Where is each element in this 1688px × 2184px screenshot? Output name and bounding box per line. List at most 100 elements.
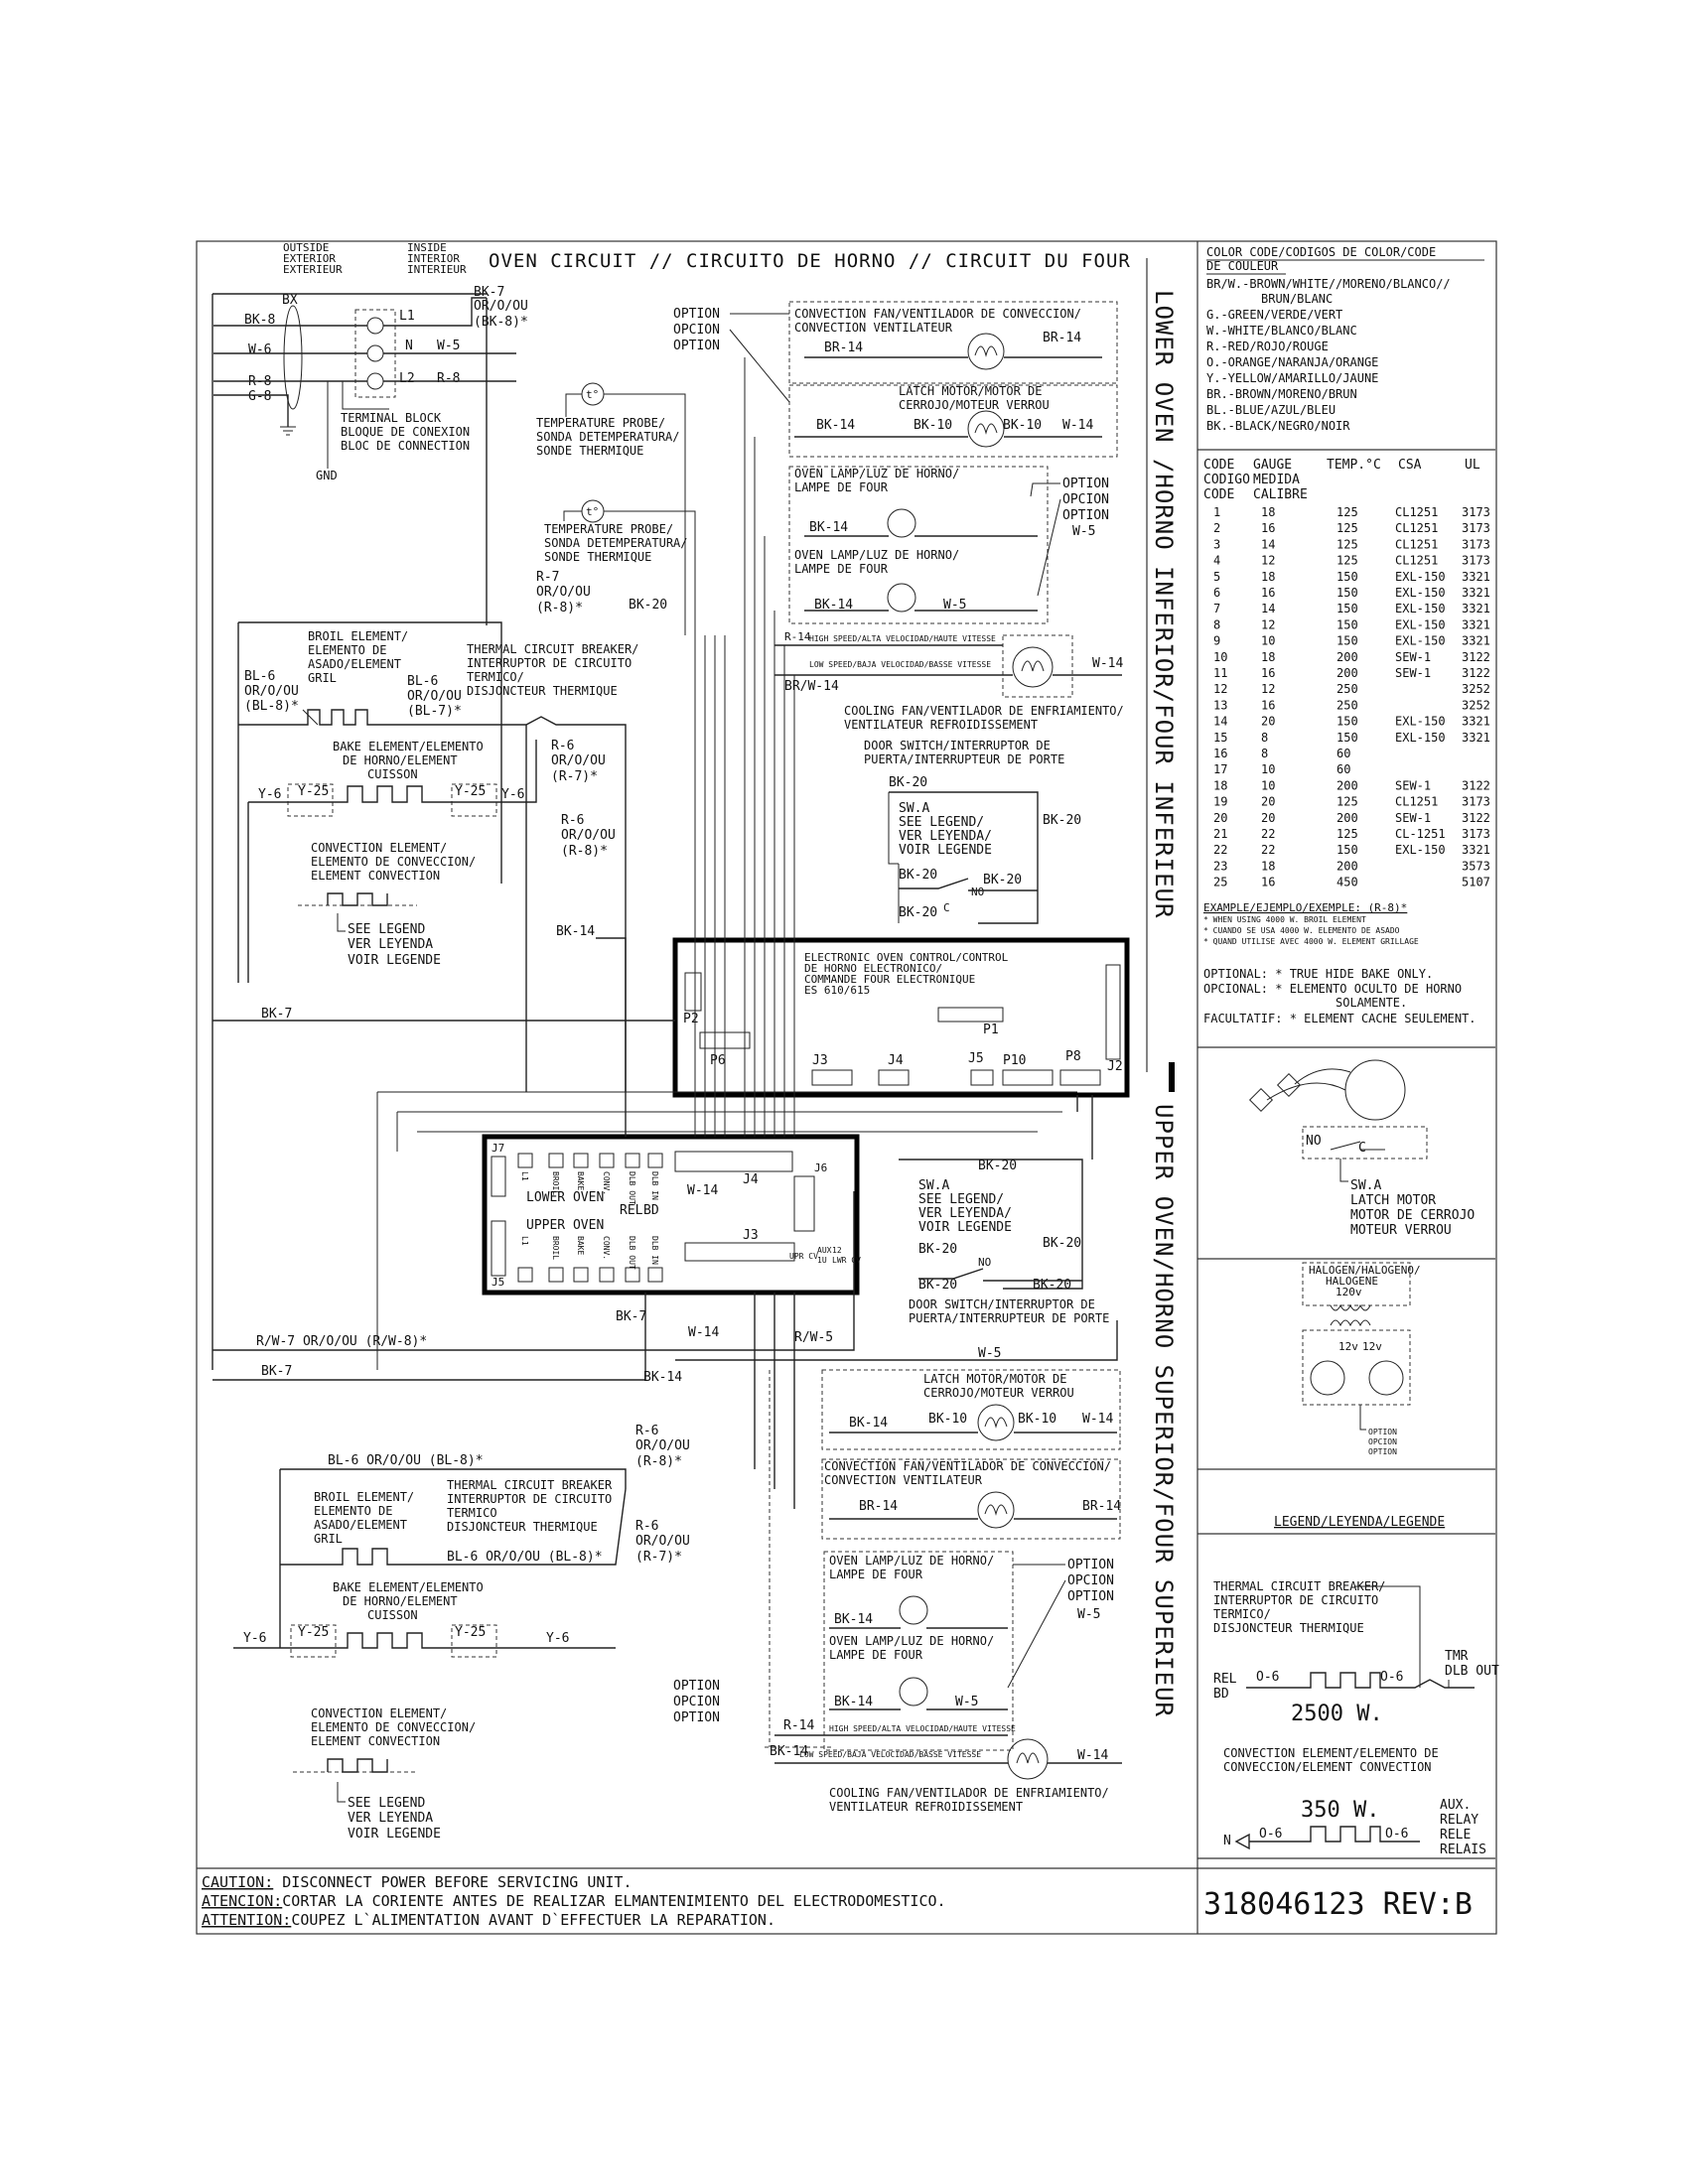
control-j2: J2 <box>1107 1059 1123 1074</box>
gauge-h-code: CODE <box>1203 458 1234 473</box>
legend-watts-1: 2500 W. <box>1291 1702 1383 1726</box>
relay-top-terminal-6 <box>647 1153 663 1168</box>
color-code-row-5: R.-RED/ROJO/ROUGE <box>1206 340 1329 353</box>
upper-door-label-1: DOOR SWITCH/INTERRUPTOR DE <box>909 1297 1095 1311</box>
inside-label-1: INSIDE <box>407 241 447 254</box>
relay-lwr-cv: LWR CV <box>832 1256 861 1265</box>
upper-latch-bk10-a: BK-10 <box>928 1412 967 1427</box>
upper-option-2: OPCION <box>673 1695 720 1709</box>
upper-r6a-3: (R-8)* <box>635 1454 682 1469</box>
relay-bottom-label-5: DLB OUT <box>628 1236 636 1270</box>
mid-bk7b: BK-7 <box>616 1309 646 1324</box>
upper-legend-2: VER LEYENDA <box>348 1811 433 1826</box>
gauge-cell-r4-c3: 125 <box>1336 554 1358 568</box>
gauge-cell-r15-c5: 3321 <box>1462 731 1490 745</box>
upper-oven-lamp-1-icon <box>899 1595 928 1625</box>
gauge-cell-r12-c3: 250 <box>1336 682 1358 696</box>
upper-conv-fan-1: CONVECTION FAN/VENTILADOR DE CONVECCION/ <box>824 1459 1111 1473</box>
upper-door-bk20-d: BK-20 <box>918 1278 957 1293</box>
lower-legend-3: VOIR LEGENDE <box>348 953 441 968</box>
latch-detail-3: MOTOR DE CERROJO <box>1350 1208 1475 1223</box>
relay-top-label-2: BROIL <box>551 1171 560 1195</box>
upper-convection-fan-icon <box>977 1491 1015 1529</box>
gauge-cell-r2-c4: CL1251 <box>1395 521 1438 535</box>
w5-label: W-5 <box>437 339 460 353</box>
lower-door-bk20-c: BK-20 <box>899 868 937 883</box>
relay-bd: BD <box>643 1203 659 1218</box>
latch-motor-detail: NO C SW.A LATCH MOTOR MOTOR DE CERROJO M… <box>1248 1059 1475 1238</box>
control-p6: P6 <box>710 1053 726 1068</box>
gauge-cell-r9-c2: 10 <box>1261 634 1275 648</box>
gauge-cell-r5-c5: 3321 <box>1462 570 1490 584</box>
lower-legend-1: SEE LEGEND <box>348 922 425 937</box>
upper-oven-side-title: UPPER OVEN/HORNO SUPERIOR/FOUR SUPERIEUR <box>1150 1104 1178 1717</box>
terminal-l2 <box>366 372 384 390</box>
terminal-block-area: BX BK-7 OR/O/OU (BK-8)* BK-8 W-6 R-8 G-8… <box>211 285 528 1370</box>
lower-legend-2: VER LEYENDA <box>348 937 433 952</box>
lower-cooling-fan-label-2: VENTILATEUR REFROIDISSEMENT <box>844 718 1038 732</box>
caution-label-1: CAUTION: <box>202 1873 273 1891</box>
lower-door-bk20-d: BK-20 <box>983 873 1022 887</box>
control-j4: J4 <box>888 1053 904 1068</box>
caution-text-3: COUPEZ L`ALIMENTATION AVANT D`EFFECTUER … <box>291 1911 775 1929</box>
color-code-row-2: BRUN/BLANC <box>1261 292 1333 306</box>
terminal-block-label-1: TERMINAL BLOCK <box>341 411 442 425</box>
upper-latch-w14: W-14 <box>1082 1412 1113 1427</box>
legend-rel: REL <box>1213 1672 1237 1687</box>
gauge-cell-r20-c2: 20 <box>1261 811 1275 825</box>
lower-breaker-1: THERMAL CIRCUIT BREAKER/ <box>467 642 638 656</box>
lower-lamp1-bk14: BK-14 <box>809 520 848 535</box>
upper-oven-loads: LATCH MOTOR/MOTOR DE CERROJO/MOTEUR VERR… <box>673 1369 1122 1814</box>
gauge-cell-r7-c4: EXL-150 <box>1395 602 1446 615</box>
upper-lamp1-1: OVEN LAMP/LUZ DE HORNO/ <box>829 1554 994 1568</box>
example-line-1: * WHEN USING 4000 W. BROIL ELEMENT <box>1203 915 1366 924</box>
gauge-cell-r22-c1: 22 <box>1213 843 1227 857</box>
upper-breaker-2: INTERRUPTOR DE CIRCUITO <box>447 1492 612 1506</box>
relay-bottom-terminal-6 <box>647 1267 663 1283</box>
lower-y25-b: Y-25 <box>455 784 486 799</box>
legend-conv-2: CONVECCION/ELEMENT CONVECTION <box>1223 1760 1432 1774</box>
probe2-label-2: SONDA DETEMPERATURA/ <box>544 536 688 550</box>
relay-bottom-label-2: BROIL <box>551 1236 560 1260</box>
lower-y25-a: Y-25 <box>298 784 329 799</box>
gauge-cell-r5-c4: EXL-150 <box>1395 570 1446 584</box>
lower-door-c: C <box>943 901 950 914</box>
halogen-lamp-detail: HALOGEN/HALOGENO/ HALOGENE 120v 12v 12v … <box>1302 1262 1421 1456</box>
upper-y25-b: Y-25 <box>455 1625 486 1640</box>
latch-motor-detail-icon <box>1344 1059 1406 1121</box>
optional-line-4: FACULTATIF: * ELEMENT CACHE SEULEMENT. <box>1203 1012 1477 1025</box>
gauge-cell-r14-c1: 14 <box>1213 715 1227 729</box>
color-code-row-10: BK.-BLACK/NEGRO/NOIR <box>1206 419 1350 433</box>
outside-label-1: OUTSIDE <box>283 241 329 254</box>
legend-watts-2: 350 W. <box>1301 1798 1379 1823</box>
gauge-cell-r18-c2: 10 <box>1261 778 1275 792</box>
gauge-cell-r7-c5: 3321 <box>1462 602 1490 615</box>
upper-cooling-fan-1: COOLING FAN/VENTILADOR DE ENFRIAMIENTO/ <box>829 1786 1109 1800</box>
gauge-cell-r4-c1: 4 <box>1213 554 1220 568</box>
upper-lamps-box <box>823 1551 1014 1751</box>
gauge-cell-r10-c3: 200 <box>1336 650 1358 664</box>
probe-label-1: TEMPERATURE PROBE/ <box>536 416 665 430</box>
lower-lamps-box <box>788 466 1049 624</box>
upper-r6a-1: R-6 <box>635 1424 658 1438</box>
gauge-cell-r19-c4: CL1251 <box>1395 795 1438 809</box>
r8b-label: R-8 <box>437 371 460 386</box>
lower-r6a-1: R-6 <box>551 739 574 753</box>
control-p2: P2 <box>683 1012 699 1026</box>
upper-lamp-option-2: OPCION <box>1067 1573 1114 1588</box>
legend-o6-c: O-6 <box>1259 1827 1282 1842</box>
color-code-row-6: O.-ORANGE/NARANJA/ORANGE <box>1206 355 1378 369</box>
lower-broil-3: ASADO/ELEMENT <box>308 657 401 671</box>
legend-breaker-2: INTERRUPTOR DE CIRCUITO <box>1213 1593 1378 1607</box>
lower-latch-label-2: CERROJO/MOTEUR VERROU <box>899 398 1050 412</box>
gauge-cell-r11-c4: SEW-1 <box>1395 666 1431 680</box>
legend: LEGEND/LEYENDA/LEGENDE THERMAL CIRCUIT B… <box>1213 1515 1499 1857</box>
legend-aux-2: RELAY <box>1440 1813 1478 1828</box>
gauge-cell-r7-c2: 14 <box>1261 602 1275 615</box>
electronic-oven-control: ELECTRONIC OVEN CONTROL/CONTROL DE HORNO… <box>672 937 1130 1098</box>
relay-top-label-1: L1 <box>520 1171 529 1181</box>
lower-r6a-2: OR/O/OU <box>551 753 606 768</box>
terminal-n <box>366 344 384 362</box>
